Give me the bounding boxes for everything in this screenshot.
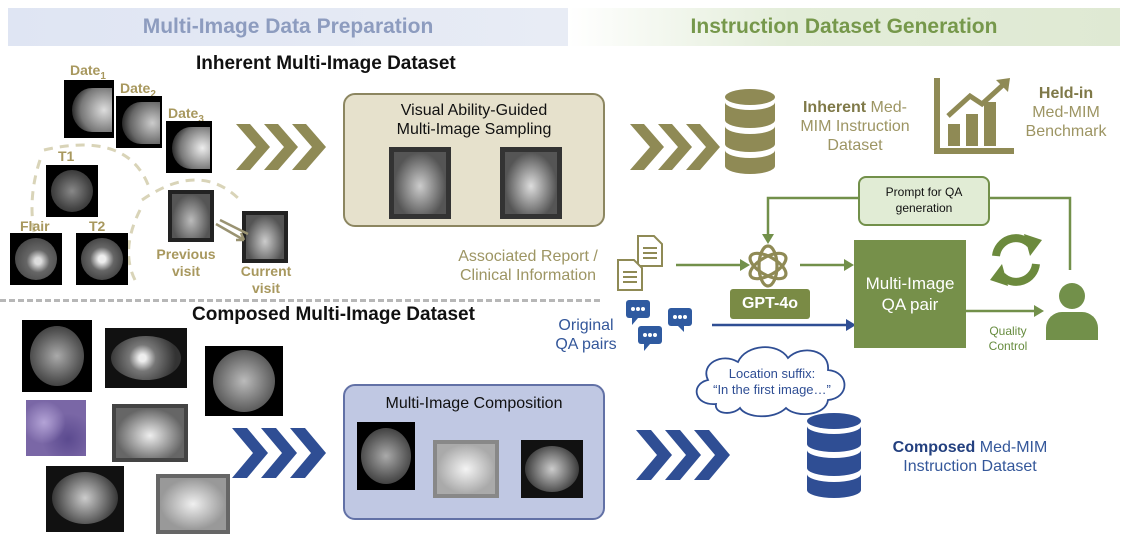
date3-label: Date3: [168, 105, 204, 125]
qa-pair-box: Multi-Image QA pair: [854, 240, 966, 348]
sampled-xray-1: [389, 147, 451, 219]
mammogram-image-3: [166, 121, 212, 173]
cloud-icon: [695, 346, 846, 418]
brain-mri-image-1: [22, 320, 92, 392]
date1-label: Date1: [70, 62, 106, 82]
location-suffix-text: Location suffix: “In the first image…”: [713, 366, 831, 397]
inherent-dataset-title: Inherent Multi-Image Dataset: [196, 53, 456, 74]
mammogram-image-2: [116, 96, 162, 148]
abdominal-ct-image-2: [46, 466, 124, 532]
prompt-line2: generation: [895, 201, 953, 215]
prompt-box: Prompt for QA generation: [858, 176, 990, 226]
mri-t1-image: [46, 165, 98, 217]
composed-dataset-title: Composed Multi-Image Dataset: [192, 304, 475, 325]
database-icon: [807, 413, 861, 498]
mri-flair-image: [10, 233, 62, 285]
t2-label: T2: [89, 218, 106, 234]
t1-label: T1: [58, 148, 75, 164]
header-dataset-generation: Instruction Dataset Generation: [568, 8, 1120, 46]
composed-mri-image: [357, 422, 415, 490]
prompt-line1: Prompt for QA: [885, 185, 963, 199]
sampling-title-line1: Visual Ability-Guided: [400, 102, 548, 119]
header-data-preparation: Multi-Image Data Preparation: [8, 8, 568, 46]
sampling-title-line2: Multi-Image Sampling: [396, 121, 552, 138]
chest-xray-image: [112, 404, 188, 462]
chevron-arrows-icon: [236, 124, 326, 170]
inherent-dataset-label: Inherent Med- MIM Instruction Dataset: [800, 99, 910, 154]
grouping-dashed-arcs: [30, 143, 242, 281]
sampling-box: Visual Ability-Guided Multi-Image Sampli…: [343, 93, 605, 227]
composed-ct-image: [521, 440, 583, 498]
chat-bubble-icon: [626, 300, 692, 351]
histology-image: [26, 400, 86, 456]
original-qa-label: Original QA pairs: [555, 317, 617, 353]
sampled-xray-2: [500, 147, 562, 219]
mri-t2-image: [76, 233, 128, 285]
visit-swap-arrows: [215, 218, 249, 242]
composed-lung-image: [433, 440, 499, 498]
associated-report-label: Associated Report / Clinical Information: [458, 248, 598, 284]
date2-label: Date2: [120, 80, 156, 100]
xray-previous-visit: [168, 190, 214, 242]
composed-dataset-label: Composed Med-MIM Instruction Dataset: [892, 439, 1048, 475]
abdominal-ct-image-1: [105, 328, 187, 388]
brain-mri-image-2: [205, 346, 283, 416]
bar-chart-icon: [934, 78, 1014, 154]
previous-visit-label: Previous visit: [156, 246, 216, 279]
benchmark-label: Held-in Med-MIM Benchmark: [1025, 85, 1107, 140]
flair-label: Flair: [20, 218, 50, 234]
chevron-arrows-icon: [636, 430, 730, 480]
quality-control-label: Quality Control: [988, 324, 1028, 353]
refresh-cycle-icon: [990, 234, 1042, 286]
current-visit-label: Current visit: [240, 263, 292, 296]
xray-current-visit: [242, 211, 288, 263]
composition-box: Multi-Image Composition: [343, 384, 605, 520]
mammogram-image-1: [64, 80, 114, 138]
person-icon: [1046, 283, 1098, 340]
section-divider: [0, 299, 600, 302]
database-icon: [725, 89, 775, 174]
lung-ct-image: [156, 474, 230, 534]
composition-title: Multi-Image Composition: [385, 395, 563, 412]
gpt-4o-badge: GPT-4o: [730, 289, 810, 319]
document-icon: [617, 235, 663, 291]
chevron-arrows-icon: [630, 124, 720, 170]
openai-logo-icon: [748, 244, 788, 288]
chevron-arrows-icon: [232, 428, 326, 478]
